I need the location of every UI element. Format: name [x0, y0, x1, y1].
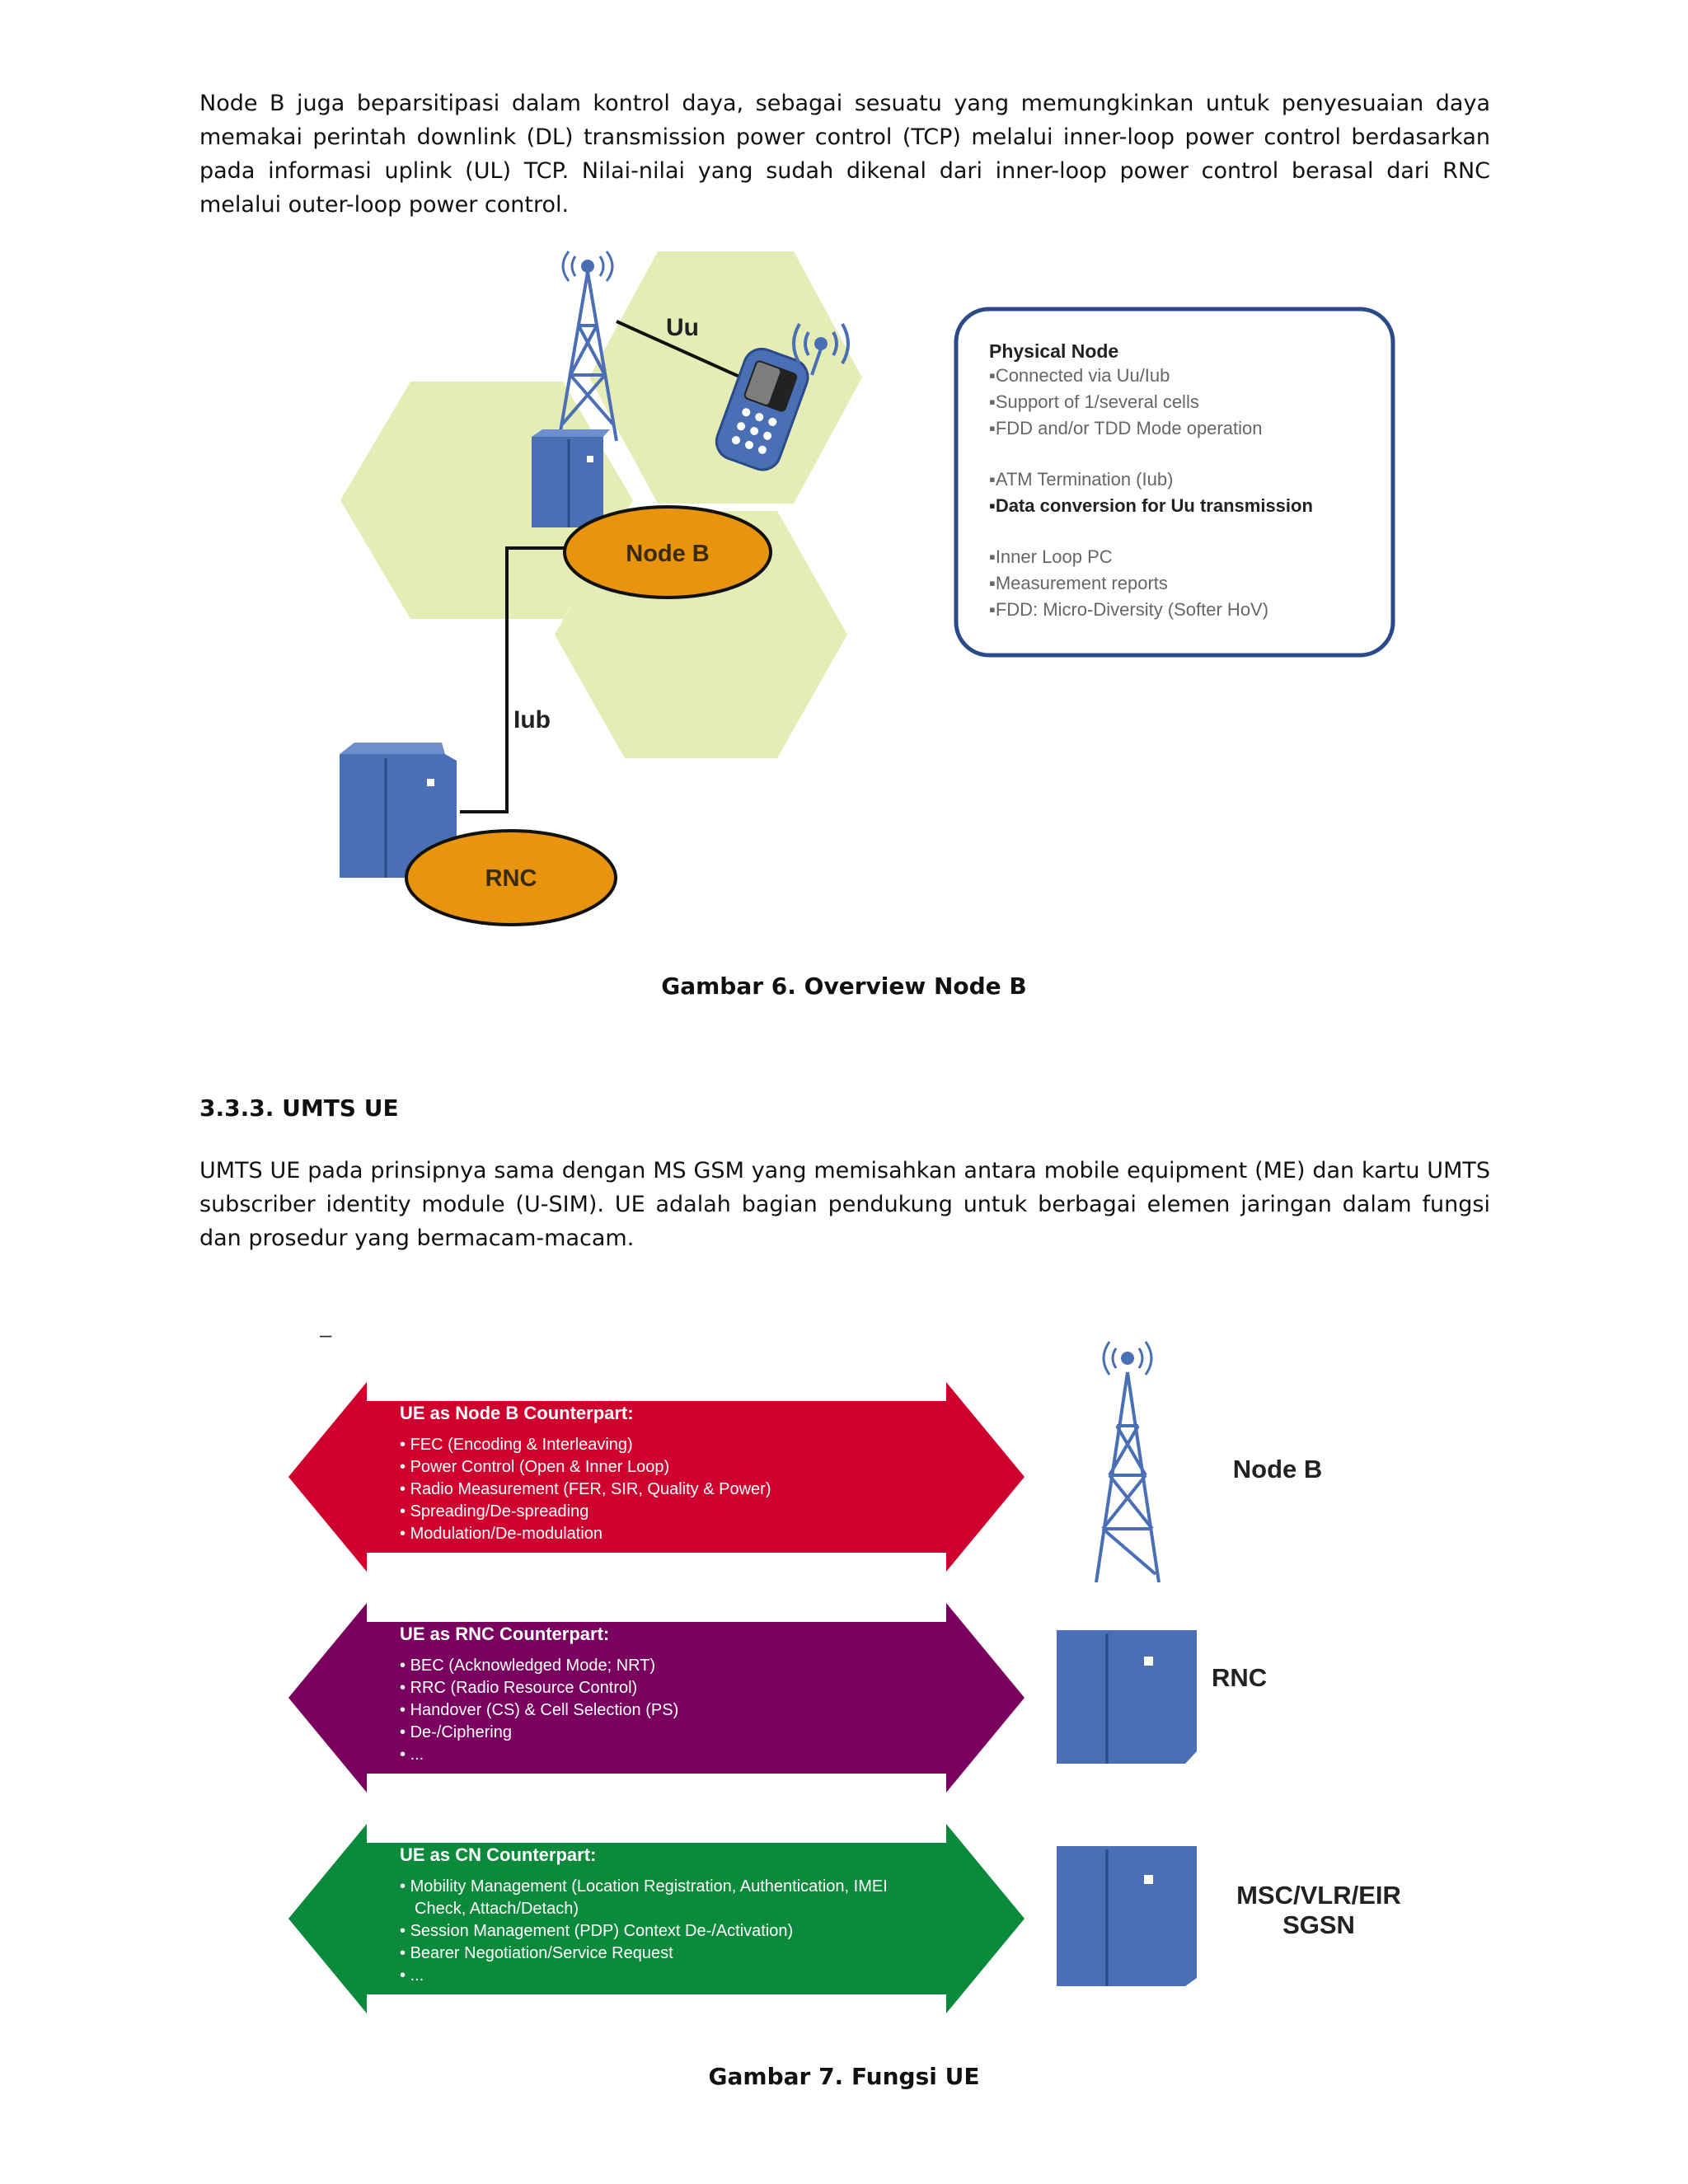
function-list: BEC (Acknowledged Mode; NRT) RRC (Radio …: [400, 1655, 935, 1766]
physical-node-text: Physical Node ▪Connected via Uu/Iub ▪Sup…: [989, 340, 1376, 623]
figure-6-overview-node-b: Uu Iub Node B RNC Physical Node ▪Connect…: [280, 243, 1409, 944]
phone-signal-icon: [792, 322, 850, 376]
cell-hexagon: [589, 251, 862, 504]
rnc-counterpart-text: UE as RNC Counterpart: BEC (Acknowledged…: [400, 1624, 935, 1766]
section-heading: 3.3.3. UMTS UE: [199, 1094, 399, 1122]
function-item: Spreading/De-spreading: [410, 1501, 935, 1523]
iub-label: Iub: [513, 706, 551, 733]
uu-link: [616, 320, 755, 385]
dash-mark: –: [320, 1327, 332, 1347]
function-item: BEC (Acknowledged Mode; NRT): [410, 1655, 935, 1677]
function-item: ...: [410, 1744, 935, 1766]
paragraph-node-b-power-control: Node B juga beparsitipasi dalam kontrol …: [199, 91, 1490, 218]
arrow-title: UE as CN Counterpart:: [400, 1844, 597, 1865]
arrow-title: UE as RNC Counterpart:: [400, 1624, 610, 1644]
function-item: Radio Measurement (FER, SIR, Quality & P…: [410, 1479, 935, 1501]
function-item: Bearer Negotiation/Service Request: [410, 1943, 935, 1965]
antenna-tower-icon: [557, 251, 618, 442]
figure-7-fungsi-ue: –: [280, 1322, 1434, 2027]
box-item: ▪Data conversion for Uu transmission: [989, 495, 1313, 516]
figure-6-caption: Gambar 6. Overview Node B: [661, 972, 1027, 1000]
box-item: ▪Connected via Uu/Iub: [989, 365, 1170, 386]
rnc-label: RNC: [485, 865, 537, 892]
box-item: ▪Measurement reports: [989, 573, 1168, 593]
function-item: Modulation/De-modulation: [410, 1523, 935, 1545]
function-item: Session Management (PDP) Context De-/Act…: [410, 1920, 935, 1943]
mobile-phone-icon: [715, 347, 809, 471]
node-b-diagram: Uu Iub Node B RNC: [340, 251, 1395, 926]
arrow-title: UE as Node B Counterpart:: [400, 1403, 634, 1423]
function-item: De-/Ciphering: [410, 1722, 935, 1744]
function-list: Mobility Management (Location Registrati…: [400, 1876, 935, 1987]
node-b-counterpart-text: UE as Node B Counterpart: FEC (Encoding …: [400, 1403, 935, 1545]
paragraph-umts-ue: UMTS UE pada prinsipnya sama dengan MS G…: [199, 1158, 1490, 1251]
figure-7-caption: Gambar 7. Fungsi UE: [708, 2063, 980, 2090]
cn-counterpart-text: UE as CN Counterpart: Mobility Managemen…: [400, 1844, 935, 1987]
box-item: ▪Support of 1/several cells: [989, 391, 1199, 412]
function-item: RRC (Radio Resource Control): [410, 1677, 935, 1699]
antenna-tower-icon: [1095, 1341, 1160, 1583]
side-label-rnc: RNC: [1212, 1663, 1268, 1692]
uu-label: Uu: [666, 314, 699, 341]
function-item: ...: [410, 1965, 935, 1987]
box-item: ▪FDD: Micro-Diversity (Softer HoV): [989, 599, 1269, 620]
server-icon: [340, 743, 457, 878]
function-item: Handover (CS) & Cell Selection (PS): [410, 1699, 935, 1722]
node-b-label: Node B: [626, 541, 710, 567]
server-icon: [1057, 1630, 1197, 1764]
side-label-node-b: Node B: [1232, 1455, 1323, 1483]
function-item: FEC (Encoding & Interleaving): [410, 1434, 935, 1456]
physical-node-box: [954, 307, 1395, 658]
box-item: ▪ATM Termination (Iub): [989, 469, 1174, 490]
physical-node-title: Physical Node: [989, 340, 1119, 362]
box-item: ▪FDD and/or TDD Mode operation: [989, 418, 1263, 438]
function-item: Power Control (Open & Inner Loop): [410, 1456, 935, 1479]
box-item: ▪Inner Loop PC: [989, 546, 1113, 567]
server-icon: [1057, 1846, 1197, 1986]
server-icon: [532, 429, 610, 527]
rnc-ellipse: [405, 829, 617, 926]
function-list: FEC (Encoding & Interleaving) Power Cont…: [400, 1434, 935, 1545]
function-item: Mobility Management (Location Registrati…: [410, 1876, 935, 1920]
node-b-ellipse: [563, 505, 772, 599]
